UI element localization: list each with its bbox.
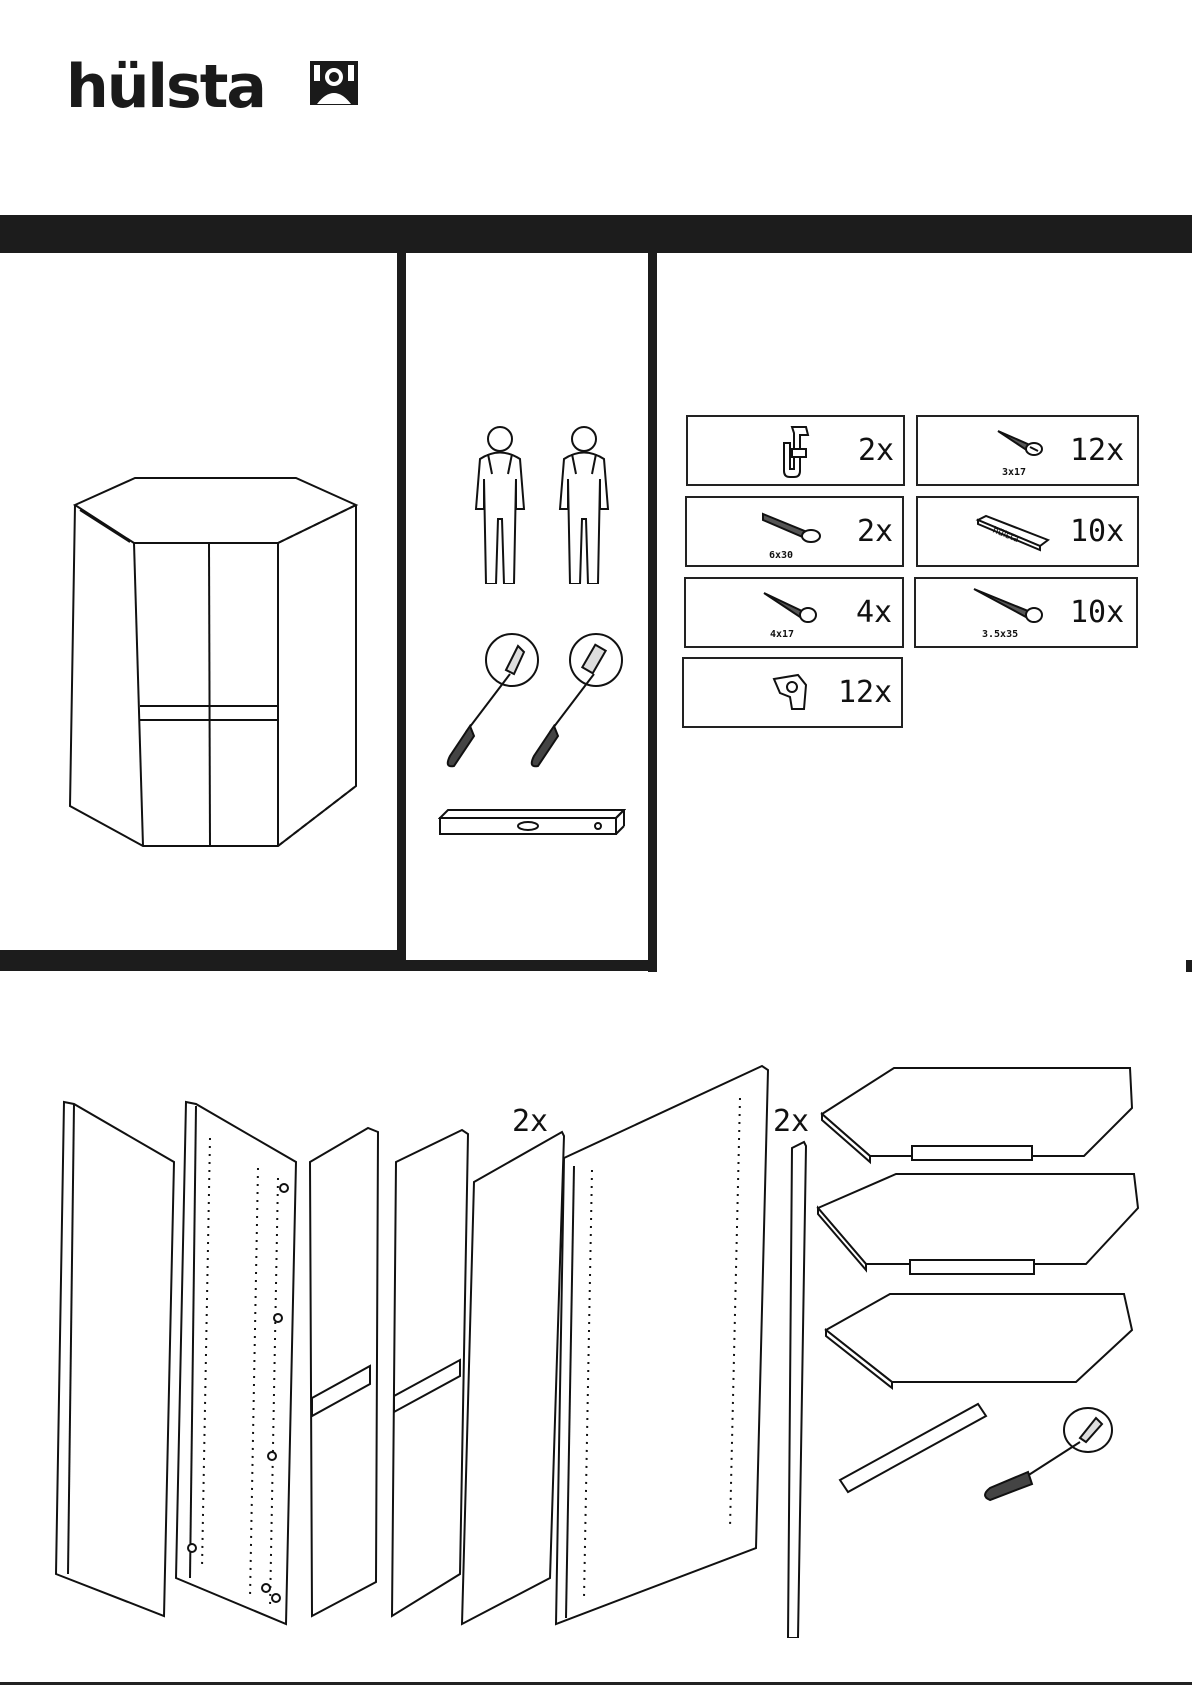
screw-icon bbox=[996, 425, 1046, 459]
spirit-level-icon bbox=[438, 808, 626, 838]
screwdrivers-icon bbox=[440, 632, 626, 772]
rail-multiplier: 2x bbox=[773, 1104, 809, 1139]
hardware-item-screw-4x17: 4x17 4x bbox=[684, 577, 904, 648]
cover-cap-qty: 10x bbox=[1070, 514, 1124, 549]
screw-3.5x35-size: 3.5x35 bbox=[982, 629, 1018, 640]
screw-4x17-size: 4x17 bbox=[770, 629, 794, 640]
screw-3x17-qty: 12x bbox=[1070, 433, 1124, 468]
brand-logo-icon bbox=[309, 60, 359, 106]
bolt-icon bbox=[761, 510, 823, 544]
hook-icon bbox=[778, 423, 818, 481]
hardware-item-screw-3.5x35: 3.5x35 10x bbox=[914, 577, 1138, 648]
wardrobe-overview-icon bbox=[60, 470, 370, 860]
shelf-support-qty: 12x bbox=[838, 675, 892, 710]
screw-icon bbox=[762, 589, 822, 625]
brand-logo-text: hülsta bbox=[66, 52, 265, 122]
screw-4x17-qty: 4x bbox=[856, 595, 892, 630]
back-panel-multiplier: 2x bbox=[512, 1104, 548, 1139]
screw-6x30-size: 6x30 bbox=[769, 550, 793, 561]
header-bar bbox=[0, 215, 1192, 253]
two-persons-icon bbox=[468, 424, 620, 584]
panels-icon bbox=[40, 1058, 1160, 1638]
shelf-support-icon bbox=[768, 671, 812, 715]
cover-cap-icon: hülsta bbox=[974, 512, 1050, 552]
screw-6x30-qty: 2x bbox=[857, 514, 893, 549]
hardware-item-shelf-support: 12x bbox=[682, 657, 903, 728]
long-screw-icon bbox=[972, 585, 1048, 625]
hook-qty: 2x bbox=[858, 433, 894, 468]
screw-3x17-size: 3x17 bbox=[1002, 467, 1026, 478]
hardware-item-screw-3x17: 3x17 12x bbox=[916, 415, 1139, 486]
hardware-item-cover-cap: hülsta 10x bbox=[916, 496, 1139, 567]
screw-3.5x35-qty: 10x bbox=[1070, 595, 1124, 630]
hardware-item-hook: 2x bbox=[686, 415, 905, 486]
hardware-item-screw-6x30: 6x30 2x bbox=[685, 496, 904, 567]
